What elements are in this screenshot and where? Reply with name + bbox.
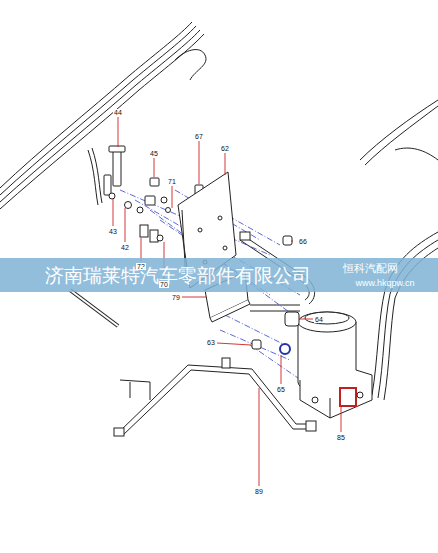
callout-number: 64	[314, 316, 324, 323]
callout-number: 85	[336, 434, 346, 441]
pipe-89	[114, 365, 316, 436]
callout-number: 44	[113, 109, 123, 116]
callout-number: 45	[149, 150, 159, 157]
callout-number: 42	[120, 244, 130, 251]
watermark: www.hkqpw.cn	[354, 279, 415, 288]
callout-number: 89	[254, 488, 264, 495]
callout-number: 79	[171, 294, 181, 301]
watermark-band	[0, 258, 438, 292]
callout-number: 63	[206, 339, 216, 346]
watermark: 济南瑞莱特汽车零部件有限公司	[44, 266, 312, 285]
leader-lines	[113, 117, 341, 486]
watermark: 恒科汽配网	[342, 263, 399, 274]
callout-number: 66	[298, 238, 308, 245]
hardware	[104, 146, 292, 368]
callout-number: 71	[167, 178, 177, 185]
rod-inner	[70, 290, 118, 326]
callout-number: 62	[220, 145, 230, 152]
pipe-bundle	[0, 22, 438, 400]
air-dryer-64	[285, 312, 372, 418]
rod	[70, 290, 118, 326]
callout-number: 65	[276, 386, 286, 393]
callout-number: 43	[108, 228, 118, 235]
callout-number: 67	[194, 133, 204, 140]
